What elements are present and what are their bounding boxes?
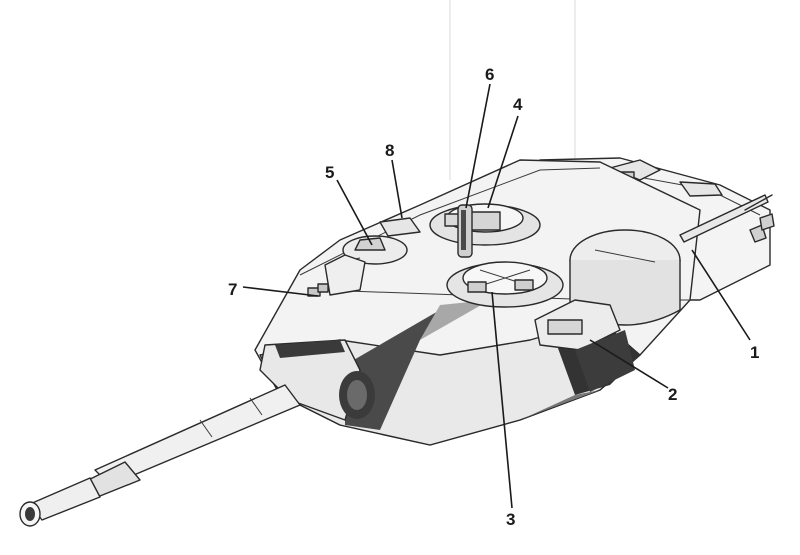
main-gun — [19, 339, 375, 527]
roof-box — [379, 217, 421, 237]
loader-hatch — [429, 203, 541, 246]
leader-lines — [242, 83, 751, 509]
leader-3 — [491, 291, 513, 509]
sensor-mast — [457, 204, 473, 258]
callout-3: 3 — [506, 510, 515, 529]
callout-1: 1 — [750, 343, 759, 362]
leader-5 — [336, 179, 373, 246]
leader-6 — [465, 83, 491, 209]
callout-4: 4 — [513, 95, 523, 114]
smoke-launchers — [307, 254, 366, 297]
callout-numbers: 1 2 3 4 5 6 7 8 — [228, 65, 759, 529]
callout-5: 5 — [325, 163, 334, 182]
background-lines — [449, 0, 576, 180]
callout-6: 6 — [485, 65, 494, 84]
right-antenna — [679, 194, 775, 243]
leader-2 — [589, 339, 669, 389]
gunner-sight — [339, 235, 408, 265]
callout-8: 8 — [385, 141, 394, 160]
callout-7: 7 — [228, 280, 237, 299]
callout-2: 2 — [668, 385, 677, 404]
leader-8 — [391, 159, 403, 219]
leader-7 — [242, 286, 319, 297]
leader-1 — [691, 249, 751, 341]
side-sight-box — [534, 299, 635, 392]
commander-cupola — [446, 261, 564, 308]
leader-4 — [487, 115, 519, 209]
